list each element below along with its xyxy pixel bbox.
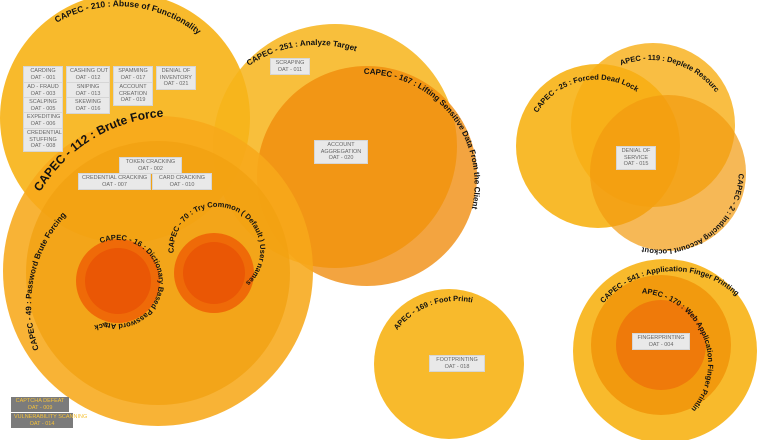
capec-2-circle (590, 95, 746, 251)
capec-16-core (85, 248, 151, 314)
capec-70-core (183, 242, 245, 304)
capec-167-circle (257, 66, 477, 286)
